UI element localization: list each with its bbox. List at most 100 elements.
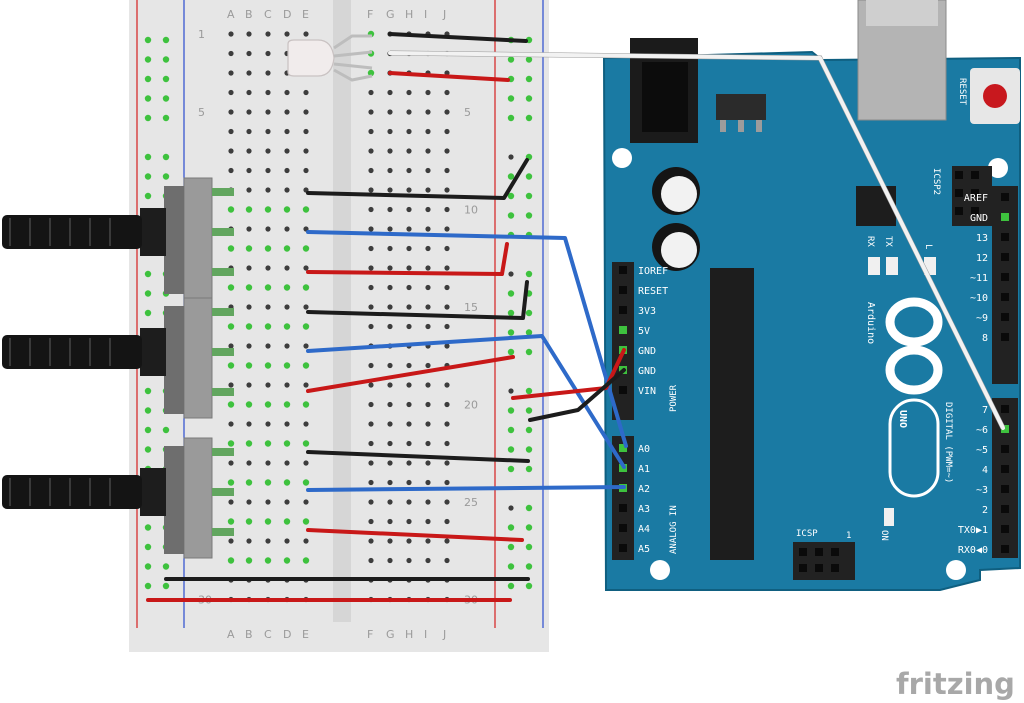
rail-hole <box>525 582 533 590</box>
column-label: D <box>283 628 291 641</box>
breadboard-hole <box>406 460 412 466</box>
digital-pin-label: ~11 <box>970 273 988 284</box>
breadboard-hole <box>406 362 412 369</box>
breadboard-hole <box>387 460 393 466</box>
breadboard-hole <box>228 343 234 349</box>
breadboard-hole <box>303 421 309 427</box>
breadboard-hole <box>387 109 393 115</box>
breadboard-hole <box>265 343 271 349</box>
pot-pin <box>212 388 234 396</box>
on-label: ON <box>879 530 889 541</box>
breadboard-hole <box>406 479 412 486</box>
rail-hole <box>162 114 170 122</box>
breadboard-hole <box>303 167 309 174</box>
breadboard-hole <box>406 421 412 427</box>
breadboard-hole <box>283 206 291 213</box>
column-label: I <box>424 628 427 641</box>
power-pin-label: 5V <box>638 326 650 337</box>
rail-hole <box>144 446 152 453</box>
digital-header-bottom <box>992 398 1018 558</box>
breadboard-hole <box>387 89 393 96</box>
breadboard-hole <box>406 206 412 213</box>
breadboard-hole <box>406 226 412 232</box>
row-number: 5 <box>198 106 205 119</box>
breadboard-hole <box>246 265 252 271</box>
breadboard-hole <box>387 323 393 330</box>
potentiometer[interactable] <box>2 177 234 299</box>
rail-hole <box>144 270 152 278</box>
breadboard-hole <box>284 538 290 544</box>
red-wire <box>388 71 510 82</box>
header-pin <box>1001 465 1009 473</box>
usb-connector-top <box>866 0 938 26</box>
breadboard-hole <box>284 421 290 427</box>
analog-pin-label: A4 <box>638 524 650 535</box>
breadboard-hole <box>406 187 412 193</box>
reset-button[interactable] <box>983 84 1007 108</box>
breadboard-hole <box>246 109 252 115</box>
rail-hole <box>162 153 170 161</box>
breadboard-hole <box>227 245 235 252</box>
pot-pin <box>212 348 234 356</box>
breadboard-hole <box>368 518 374 525</box>
breadboard-hole <box>284 31 290 37</box>
breadboard-hole <box>387 499 393 505</box>
header-pin <box>1001 273 1009 281</box>
breadboard-hole <box>425 557 431 564</box>
breadboard-hole <box>425 284 431 291</box>
mounting-hole <box>650 560 670 580</box>
breadboard-hole <box>368 187 374 193</box>
breadboard-hole <box>444 226 450 232</box>
rail-hole <box>162 56 170 63</box>
breadboard-hole <box>265 460 271 466</box>
rail-hole <box>525 504 533 512</box>
breadboard-hole <box>246 31 252 37</box>
potentiometer[interactable] <box>2 437 234 559</box>
header-pin <box>1001 425 1009 433</box>
breadboard-hole <box>425 518 431 525</box>
rail-hole <box>507 563 515 570</box>
breadboard-hole <box>264 401 272 408</box>
pot-pin <box>212 188 234 196</box>
breadboard-hole <box>246 343 252 349</box>
breadboard-hole <box>368 148 374 154</box>
voltage-regulator <box>716 94 766 120</box>
digital-pin-label: AREF <box>964 193 988 204</box>
header-pin <box>1001 505 1009 513</box>
header-pin <box>799 548 807 556</box>
header-pin <box>815 548 823 556</box>
red-wire <box>306 528 524 542</box>
breadboard-hole <box>444 479 450 486</box>
breadboard-hole <box>387 148 393 154</box>
breadboard-hole <box>406 440 412 447</box>
breadboard-hole <box>284 167 290 174</box>
breadboard-hole <box>303 460 309 466</box>
breadboard-hole <box>264 518 272 525</box>
breadboard-hole <box>425 128 431 135</box>
pot-pin <box>212 528 234 536</box>
breadboard-hole <box>444 557 450 564</box>
rail-hole <box>144 407 152 414</box>
column-label: G <box>386 8 395 21</box>
breadboard-hole <box>283 323 291 330</box>
rail-hole <box>507 192 515 200</box>
breadboard-hole <box>425 382 431 388</box>
row-number: 25 <box>464 496 478 509</box>
rail-hole <box>162 95 170 102</box>
digital-label: DIGITAL (PWM=~) <box>943 402 953 483</box>
rx-led <box>868 257 880 275</box>
potentiometer[interactable] <box>2 297 234 419</box>
icsp2-label: ICSP2 <box>931 168 941 195</box>
breadboard-hole <box>444 187 450 193</box>
rail-hole <box>144 56 152 63</box>
breadboard-hole <box>368 245 374 252</box>
breadboard-hole <box>303 89 309 96</box>
breadboard-hole <box>444 343 450 349</box>
header-pin <box>1001 545 1009 553</box>
breadboard-hole <box>425 148 431 154</box>
header-pin <box>799 564 807 572</box>
rail-hole <box>162 173 170 180</box>
column-label: H <box>405 628 413 641</box>
mounting-hole <box>988 158 1008 178</box>
regulator-pin <box>720 120 726 132</box>
